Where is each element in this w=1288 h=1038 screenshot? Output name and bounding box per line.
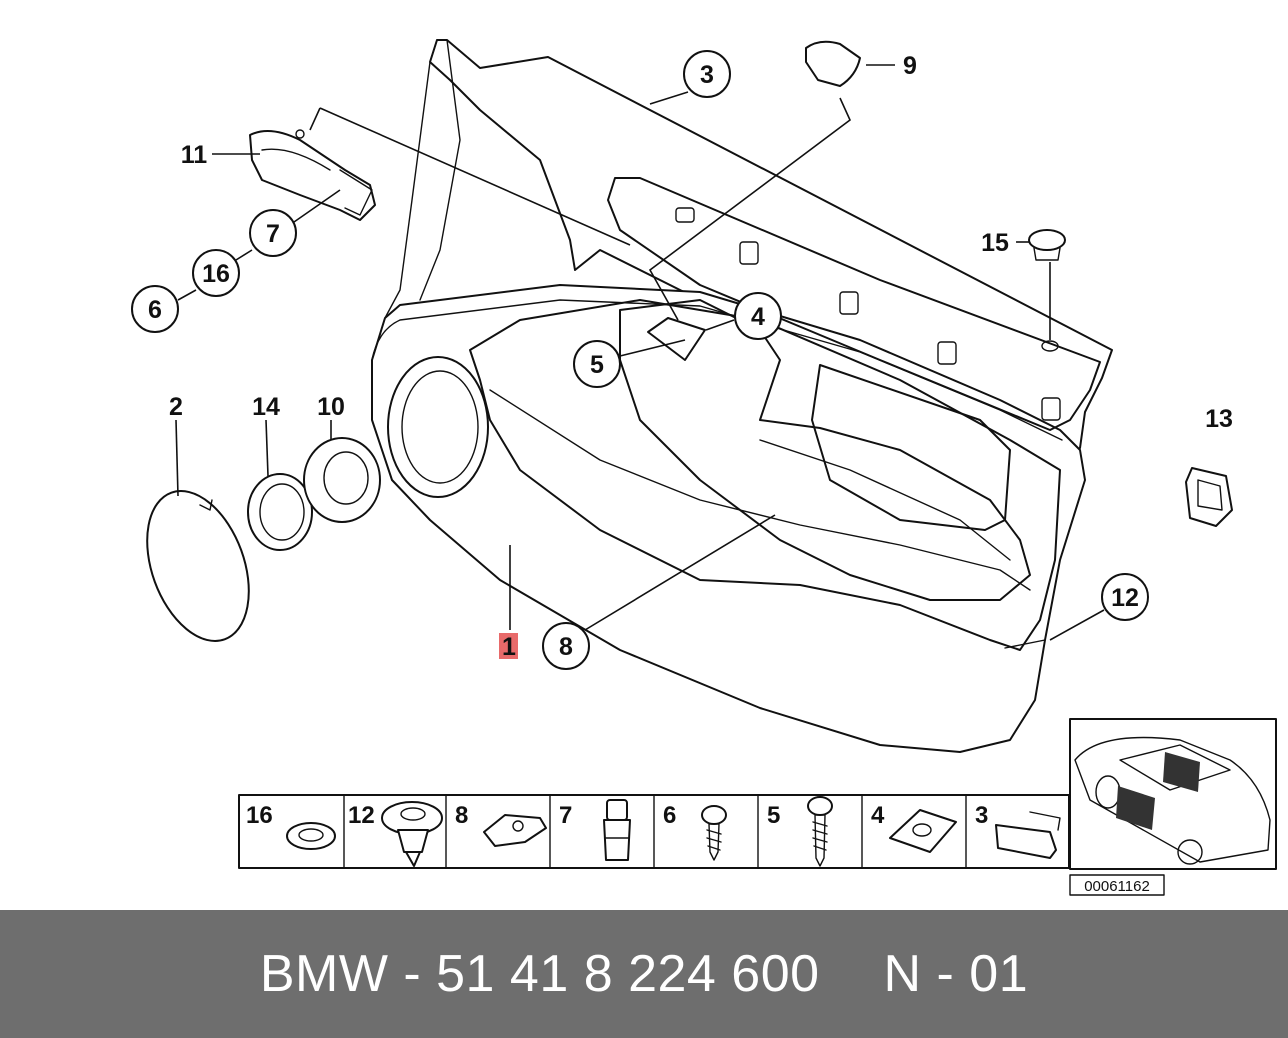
strip-label-8: 8	[455, 802, 468, 829]
speaker-cover	[146, 490, 250, 642]
speaker	[247, 473, 313, 551]
callout-16: 16	[192, 249, 240, 297]
callout-6: 6	[131, 285, 179, 333]
trim-cap	[805, 40, 861, 87]
vehicle-locator-thumbnail	[1069, 718, 1277, 870]
bezel	[1185, 467, 1233, 527]
svg-text:8: 8	[559, 633, 573, 661]
svg-text:15: 15	[981, 229, 1009, 257]
part-number-footer: BMW - 51 41 8 224 600 N - 01	[0, 910, 1288, 1038]
callout-11: 11	[181, 141, 208, 169]
strip-label-16: 16	[246, 802, 273, 829]
drawing-number: 00061162	[1069, 874, 1165, 896]
callout-10: 10	[317, 393, 345, 421]
callout-9: 9	[903, 52, 917, 80]
callout-3: 3	[683, 50, 731, 98]
callout-8: 8	[542, 622, 590, 670]
strip-label-5: 5	[767, 802, 780, 829]
parts-strip: 16 12 8 7 6 5 4 3	[238, 794, 1070, 869]
svg-text:00061162: 00061162	[1084, 878, 1150, 895]
callout-13: 13	[1205, 405, 1233, 433]
callout-7: 7	[249, 209, 297, 257]
svg-text:6: 6	[148, 296, 162, 324]
svg-text:3: 3	[700, 61, 714, 89]
callout-14: 14	[252, 393, 280, 421]
strip-label-4: 4	[871, 802, 885, 829]
callout-12: 12	[1101, 573, 1149, 621]
svg-text:2: 2	[169, 393, 183, 421]
strip-label-12: 12	[348, 802, 375, 829]
callout-1-highlighted: 1	[499, 633, 518, 661]
svg-text:7: 7	[266, 220, 280, 248]
callout-4: 4	[734, 292, 782, 340]
speaker-housing	[303, 437, 381, 523]
svg-text:16: 16	[202, 260, 230, 288]
svg-text:10: 10	[317, 393, 345, 421]
strip-label-3: 3	[975, 802, 988, 829]
door-trim-panel	[371, 39, 1113, 753]
svg-text:11: 11	[181, 141, 208, 169]
callout-15: 15	[981, 229, 1009, 257]
clip	[1028, 229, 1066, 261]
callout-5: 5	[573, 340, 621, 388]
svg-text:4: 4	[751, 303, 765, 331]
leader-lines	[175, 64, 1105, 641]
strip-label-6: 6	[663, 802, 676, 829]
svg-text:9: 9	[903, 52, 917, 80]
part-number: BMW - 51 41 8 224 600	[259, 945, 820, 1003]
callout-2: 2	[169, 393, 183, 421]
svg-text:13: 13	[1205, 405, 1233, 433]
inner-door-handle	[249, 129, 376, 221]
svg-text:14: 14	[252, 393, 280, 421]
svg-text:12: 12	[1111, 584, 1139, 612]
svg-text:5: 5	[590, 351, 604, 379]
page-code: N - 01	[883, 945, 1029, 1003]
svg-text:1: 1	[502, 633, 516, 661]
parts-diagram: 3 9 11 7 16 6 15 4 5 2 14 10 13 12	[131, 39, 1277, 896]
strip-label-7: 7	[559, 802, 572, 829]
